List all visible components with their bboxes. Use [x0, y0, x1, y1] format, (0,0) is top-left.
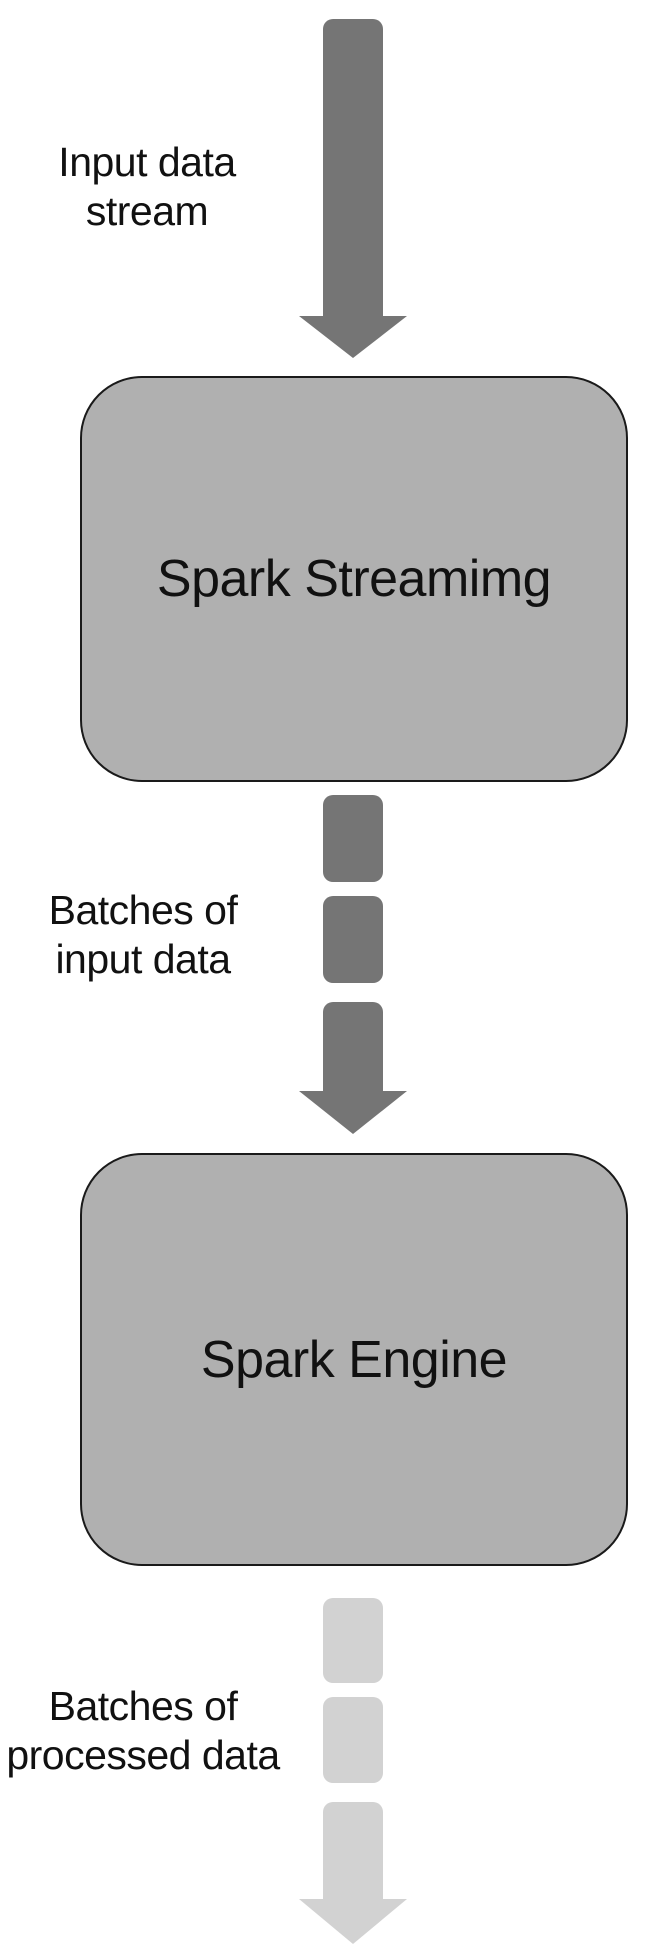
arrow-segment [323, 1002, 383, 1091]
label-line: Batches of [48, 1683, 238, 1729]
down-arrow-head-icon [299, 1899, 407, 1944]
batches-input-label: Batches of input data [10, 886, 276, 984]
label-line: processed data [6, 1732, 280, 1778]
node-spark-engine: Spark Engine [80, 1153, 628, 1566]
label-line: Batches of [48, 887, 238, 933]
node-spark-streaming: Spark Streamimg [80, 376, 628, 782]
node-title: Spark Streamimg [156, 550, 552, 608]
batches-processed-label: Batches of processed data [1, 1682, 285, 1780]
label-line: Input data [58, 139, 236, 185]
arrow-segment [323, 1598, 383, 1683]
node-title: Spark Engine [200, 1330, 508, 1389]
arrow-segment [323, 1802, 383, 1899]
arrow-shaft [323, 19, 383, 316]
down-arrow-head-icon [299, 316, 407, 358]
arrow-segment [323, 795, 383, 882]
down-arrow-head-icon [299, 1091, 407, 1134]
input-stream-label: Input data stream [14, 138, 280, 236]
arrow-segment [323, 896, 383, 983]
arrow-segment [323, 1697, 383, 1783]
label-line: input data [55, 936, 231, 982]
label-line: stream [85, 188, 209, 234]
